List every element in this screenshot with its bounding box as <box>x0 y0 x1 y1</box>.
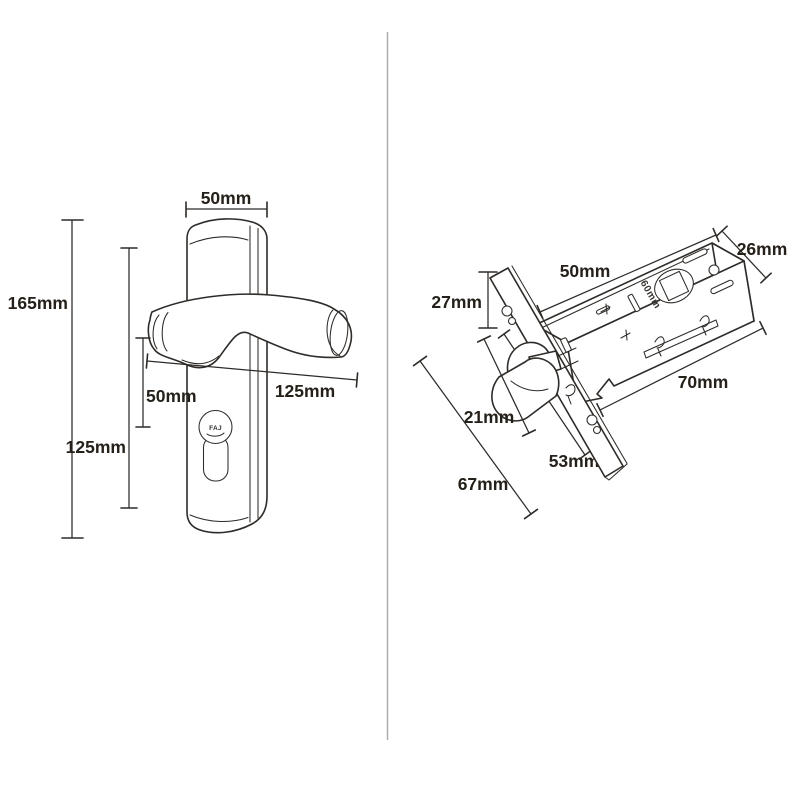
handle-backplate <box>186 218 268 534</box>
cylinder-logo-text: FAJ <box>209 425 222 432</box>
case-slot <box>710 279 734 295</box>
mortise-latch-figure: 53mm 60mm <box>412 225 788 520</box>
dim-bolt-width: 21mm <box>464 335 537 437</box>
dim-lever-length: 125mm <box>145 353 359 401</box>
cylinder-circle <box>198 409 233 445</box>
dim-overall-height: 165mm <box>8 219 84 539</box>
dim-label-case-width: 50mm <box>560 261 611 281</box>
dim-label-plate-top-width: 50mm <box>201 188 252 208</box>
dim-case-width: 50mm <box>536 227 720 320</box>
dim-label-bolt-width: 21mm <box>464 407 515 427</box>
spring-clip <box>699 315 710 336</box>
dim-label-plate-height: 125mm <box>66 437 126 457</box>
bolt-clip <box>565 384 576 405</box>
dim-plate-height: 125mm <box>66 247 138 509</box>
screw-mark <box>620 329 631 341</box>
dim-label-case-length: 70mm <box>678 372 729 392</box>
dim-label-lever-to-cylinder: 50mm <box>146 386 197 406</box>
spring-clip <box>654 336 665 357</box>
faceplate-screw-hole <box>586 414 602 435</box>
latch-bolt <box>491 341 579 422</box>
dim-plate-top-width: 50mm <box>185 188 268 218</box>
case-slot <box>682 248 708 264</box>
dim-label-faceplate-length: 67mm <box>458 474 509 494</box>
dim-label-faceplate-width: 27mm <box>431 292 482 312</box>
dim-case-depth: 26mm <box>716 225 788 284</box>
dim-label-bolt-offset: 53mm <box>549 451 600 471</box>
case-slot <box>627 293 641 313</box>
faceplate-screw-hole <box>501 305 517 326</box>
pin-hole <box>708 264 720 276</box>
euro-cylinder-keyhole: FAJ <box>198 409 233 482</box>
screw-mark <box>600 303 611 315</box>
dim-label-case-depth: 26mm <box>737 239 788 259</box>
dim-case-length: 70mm <box>596 320 767 418</box>
follower-slot <box>643 319 719 359</box>
door-handle-figure: FAJ 50mm 165mm <box>8 188 359 539</box>
spindle-square-hole <box>658 270 690 302</box>
latch-case: 60mm <box>534 242 755 404</box>
dim-faceplate-length: 67mm <box>412 355 539 520</box>
handle-lever <box>147 293 353 369</box>
dim-label-lever-length: 125mm <box>275 381 335 401</box>
dim-lever-to-cylinder: 50mm <box>135 337 197 428</box>
dim-label-overall-height: 165mm <box>8 293 68 313</box>
dim-faceplate-width: 27mm <box>431 271 498 329</box>
lever-open-end <box>329 310 349 356</box>
